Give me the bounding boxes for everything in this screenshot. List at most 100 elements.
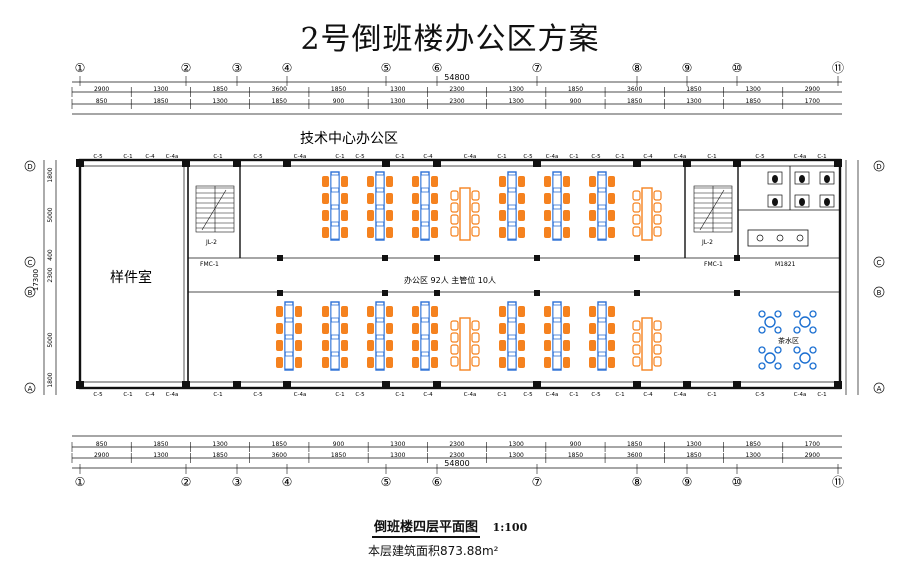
column bbox=[834, 159, 842, 167]
axis-label: ① bbox=[75, 61, 86, 75]
chair bbox=[518, 357, 525, 368]
column bbox=[182, 159, 190, 167]
column bbox=[182, 381, 190, 389]
chair bbox=[499, 227, 506, 238]
dim-value: 2300 bbox=[449, 441, 464, 448]
axis-bubble: ⑧ bbox=[632, 61, 642, 86]
chair bbox=[386, 357, 393, 368]
dim-value: 1700 bbox=[805, 98, 820, 105]
window-label: C-1 bbox=[497, 392, 506, 398]
window-label: C-1 bbox=[335, 154, 344, 160]
axis-label: ⑤ bbox=[381, 475, 392, 489]
chair bbox=[341, 227, 348, 238]
dim-value: 1800 bbox=[47, 167, 54, 182]
axis-label: ② bbox=[181, 475, 192, 489]
window-label: C-4 bbox=[145, 154, 155, 160]
sink-icon bbox=[776, 234, 784, 242]
chair bbox=[563, 227, 570, 238]
chair bbox=[341, 176, 348, 187]
drawing-scale: 1:100 bbox=[492, 521, 528, 534]
column bbox=[633, 381, 641, 389]
dim-value: 1300 bbox=[390, 98, 405, 105]
row-label: A bbox=[877, 385, 882, 393]
dim-value: 1300 bbox=[686, 98, 701, 105]
chair bbox=[563, 176, 570, 187]
building-walls bbox=[78, 158, 842, 390]
dim-value: 900 bbox=[333, 441, 345, 448]
window-label: C-5 bbox=[93, 392, 103, 398]
chair bbox=[431, 193, 438, 204]
window-label: C-5 bbox=[93, 154, 103, 160]
left-total: 17300 bbox=[32, 269, 40, 291]
dim-value: 1850 bbox=[331, 452, 346, 459]
window-label: C-1 bbox=[395, 154, 404, 160]
dim-value: 2900 bbox=[94, 452, 109, 459]
chair bbox=[431, 227, 438, 238]
chair bbox=[563, 193, 570, 204]
axis-bubble: ④ bbox=[282, 61, 292, 86]
chair bbox=[499, 210, 506, 221]
dim-value: 3600 bbox=[627, 86, 642, 93]
desk-cluster bbox=[367, 171, 393, 241]
chair bbox=[544, 176, 551, 187]
axis-label: ⑥ bbox=[432, 61, 443, 75]
chair bbox=[276, 357, 283, 368]
window-label: C-1 bbox=[615, 392, 624, 398]
window-label: C-1 bbox=[569, 392, 578, 398]
page-title: 2号倒班楼办公区方案 bbox=[300, 22, 600, 57]
chair bbox=[544, 357, 551, 368]
row-bubble: A bbox=[24, 382, 36, 394]
dim-value: 400 bbox=[47, 249, 54, 261]
dim-value: 1300 bbox=[390, 86, 405, 93]
toilet-stall bbox=[767, 194, 783, 208]
dim-value: 3600 bbox=[272, 452, 287, 459]
chair bbox=[341, 323, 348, 334]
dim-value: 2900 bbox=[94, 86, 109, 93]
stair-left bbox=[195, 185, 235, 233]
chair bbox=[544, 193, 551, 204]
tea-table bbox=[758, 310, 782, 334]
axis-label: ① bbox=[75, 475, 86, 489]
chair bbox=[608, 227, 615, 238]
structural-columns bbox=[76, 159, 842, 389]
dim-value: 1300 bbox=[390, 441, 405, 448]
bottom-dimensions bbox=[72, 435, 842, 469]
column bbox=[277, 290, 283, 296]
column bbox=[434, 255, 440, 261]
window-label: C-5 bbox=[755, 392, 765, 398]
axis-bubble: ⑧ bbox=[632, 464, 643, 489]
chair bbox=[608, 193, 615, 204]
window-label: C-1 bbox=[569, 154, 578, 160]
dim-value: 1300 bbox=[746, 452, 761, 459]
desk-cluster bbox=[589, 171, 615, 241]
column bbox=[683, 159, 691, 167]
axis-label: ③ bbox=[232, 61, 243, 75]
dim-value: 1850 bbox=[568, 452, 583, 459]
dim-value: 2300 bbox=[449, 98, 464, 105]
left-dimensions bbox=[43, 160, 859, 395]
window-label: C-5 bbox=[523, 392, 533, 398]
chair bbox=[341, 306, 348, 317]
axis-label: ⑧ bbox=[632, 475, 643, 489]
chair bbox=[412, 323, 419, 334]
column bbox=[733, 381, 741, 389]
chair bbox=[322, 340, 329, 351]
axis-bubble: ⑥ bbox=[432, 61, 443, 86]
window-label: C-4a bbox=[464, 154, 477, 160]
window-label: C-4a bbox=[294, 392, 307, 398]
desk-cluster bbox=[322, 301, 348, 371]
axis-bubble: ⑦ bbox=[532, 464, 542, 489]
window-label: C-4 bbox=[423, 392, 433, 398]
window-label: C-4 bbox=[643, 392, 653, 398]
toilet-icon bbox=[824, 198, 830, 206]
chair bbox=[589, 306, 596, 317]
chair bbox=[341, 193, 348, 204]
top-dimensions bbox=[72, 81, 842, 115]
column bbox=[76, 159, 84, 167]
restroom-fixtures bbox=[756, 171, 835, 242]
dim-value: 1850 bbox=[686, 452, 701, 459]
chair bbox=[518, 210, 525, 221]
